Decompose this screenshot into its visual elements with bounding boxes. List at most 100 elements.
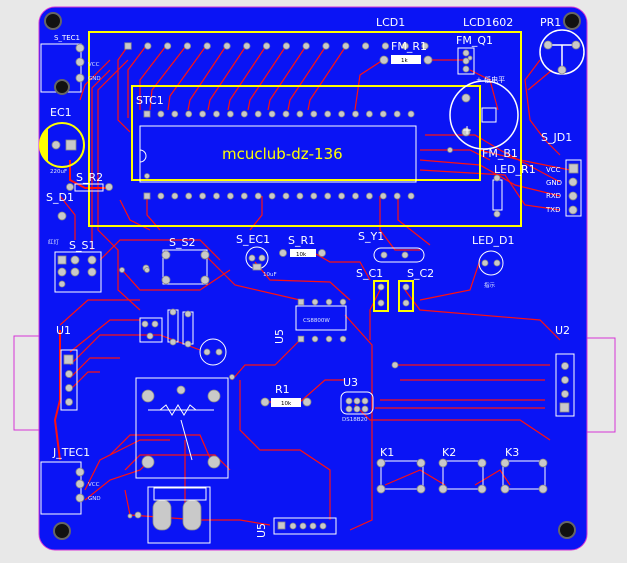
stc1-outline (131, 85, 481, 181)
lcd1-label: LCD1 (376, 16, 405, 29)
lcd1-header-pads (124, 42, 429, 50)
pad (171, 192, 179, 200)
pr1-photoresistor (539, 29, 585, 75)
pad (183, 42, 191, 50)
lcd1602-label: LCD1602 (463, 16, 513, 29)
pad (268, 192, 276, 200)
s-s2-label: S_S2 (169, 236, 195, 249)
u5-ic-body (295, 305, 347, 331)
board-substrate (38, 6, 588, 551)
stc1-top-pads (143, 110, 415, 118)
s-c2-outline (398, 280, 414, 312)
j-tec1-connector (40, 461, 85, 515)
led-d1-mark: 指示 (484, 281, 496, 289)
pad (213, 192, 220, 200)
pad (254, 192, 262, 200)
r1-value: 10k (281, 401, 292, 407)
relay-block (135, 377, 229, 479)
s-jd1-gnd: GND (546, 179, 562, 187)
u1-label: U1 (56, 324, 71, 337)
s-r1-label: S_R1 (288, 234, 315, 247)
s-d1-label: S_D1 (46, 191, 74, 204)
pad (297, 298, 305, 306)
s-d1-mark: 红灯 (48, 238, 60, 246)
stc1-label: STC1 (136, 94, 164, 107)
u2-label: U2 (555, 324, 570, 337)
s-r2-label: S_R2 (76, 171, 103, 184)
pad (310, 192, 318, 200)
s-tec1-vcc: VCC (88, 62, 100, 68)
small-components (139, 308, 227, 366)
pad (171, 110, 179, 118)
u3-body (340, 391, 374, 415)
pad (223, 42, 231, 50)
pad (157, 192, 165, 200)
key-k3 (500, 458, 548, 494)
pad (226, 110, 234, 118)
pad (339, 335, 347, 343)
fm-r1-body (391, 55, 421, 64)
pad (407, 192, 415, 200)
pad (339, 298, 347, 306)
led-d1-body (478, 250, 504, 276)
pad (243, 42, 251, 50)
s-s1-label: S_S1 (69, 239, 95, 252)
s-s1-switch (54, 251, 102, 293)
mounting-holes (44, 12, 581, 540)
pad (302, 42, 310, 50)
pad (325, 298, 333, 306)
s-tec1-connector (40, 43, 85, 95)
j-tec1-gnd: GND (88, 496, 101, 502)
r1-body (271, 398, 301, 407)
s-ec1-capacitor (245, 246, 269, 271)
k3-label: K3 (505, 446, 519, 459)
pad (143, 110, 151, 118)
s-c1-label: S_C1 (356, 267, 383, 280)
j-tec1-vcc: VCC (88, 482, 100, 488)
pad (407, 110, 415, 118)
pad (311, 298, 319, 306)
s-tec1-label: S_TEC1 (54, 34, 80, 42)
pad (381, 42, 389, 50)
stc1-notch (139, 149, 147, 163)
j-tec1-label: J_TEC1 (52, 446, 90, 459)
pad (365, 110, 373, 118)
u2-pads (559, 362, 570, 413)
led-d1-label: LED_D1 (472, 234, 515, 247)
u2-header (555, 353, 575, 417)
pad (352, 192, 359, 200)
ec1-value: 220uF (50, 169, 67, 175)
pad (240, 192, 248, 200)
s-ec1-value: 10uF (263, 272, 277, 278)
s-y1-label: S_Y1 (358, 230, 384, 243)
pad (124, 42, 132, 50)
pad (393, 110, 401, 118)
pad (338, 192, 346, 200)
pad (297, 335, 305, 343)
fm-r1-label: FM_R1 (391, 40, 427, 53)
pad (311, 335, 319, 343)
pad (213, 110, 220, 118)
s-jd1-label: S_JD1 (541, 131, 572, 144)
fm-b1-buzzer: + 低电平 + (449, 75, 519, 150)
pad (421, 42, 429, 50)
svg-text:+: + (462, 123, 472, 137)
pad (157, 110, 165, 118)
u5-pads (297, 298, 347, 343)
ec1-label: EC1 (50, 106, 72, 119)
pad (185, 110, 193, 118)
s-tec1-gnd: GND (88, 76, 101, 82)
r1-label: R1 (275, 383, 290, 396)
s-c2-label: S_C2 (407, 267, 434, 280)
fm-r1-pad (423, 55, 433, 65)
pad (143, 192, 151, 200)
bottom-header (273, 517, 337, 535)
pad (322, 42, 330, 50)
traces (53, 45, 571, 531)
u5-bottom-label: U5 (255, 523, 268, 538)
pad (268, 110, 276, 118)
right-connector-outline (582, 337, 616, 433)
pad (379, 192, 387, 200)
pad (185, 192, 193, 200)
